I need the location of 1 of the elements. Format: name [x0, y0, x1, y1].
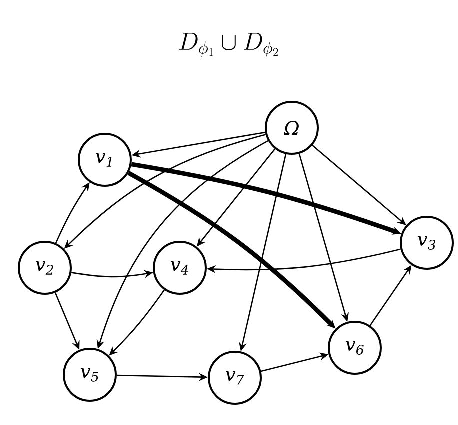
- title: $D_{\phi_1} \cup D_{\phi_2}$: [179, 33, 278, 58]
